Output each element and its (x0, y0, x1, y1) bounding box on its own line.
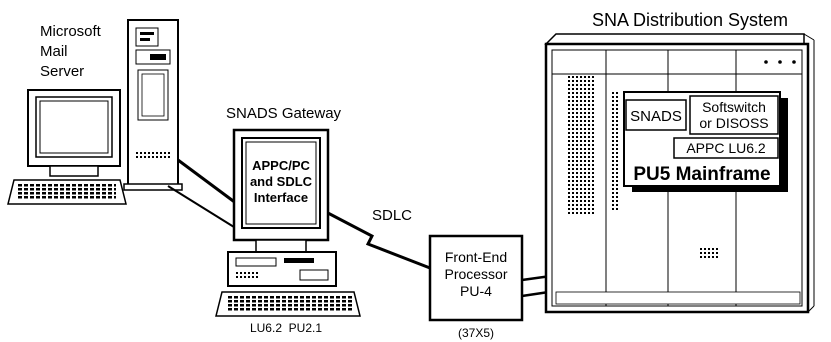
softswitch-box (689, 95, 779, 135)
fep-line3: PU-4 (460, 283, 492, 299)
snads-label: SNADS (630, 108, 682, 125)
mail-server-tower (123, 19, 183, 191)
link-mailserver-gateway-2 (167, 185, 243, 233)
sdlc-link (325, 210, 431, 270)
gateway-caption: LU6.2 PU2.1 (250, 321, 322, 335)
appc-box (673, 137, 779, 159)
sdlc-label: SDLC (372, 207, 412, 224)
system-title: SNA Distribution System (592, 10, 788, 30)
softswitch-line1: Softswitch (702, 99, 766, 115)
gateway-screen-line3: Interface (254, 190, 308, 205)
gateway-monitor (232, 128, 330, 253)
mail-server-monitor (27, 89, 121, 177)
softswitch-line2: or DISOSS (699, 115, 768, 131)
mail-server-label-line2: Mail (40, 43, 68, 60)
gateway-desktop-unit (227, 251, 337, 287)
front-end-processor (428, 234, 524, 322)
mail-server-label-line3: Server (40, 63, 84, 80)
gateway-screen-line1: APPC/PC (252, 158, 310, 173)
fep-caption: (37X5) (458, 326, 494, 340)
gateway-keyboard (215, 291, 361, 317)
mail-server-label-line1: Microsoft (40, 23, 102, 40)
mail-server-keyboard (7, 179, 127, 205)
appc-label: APPC LU6.2 (686, 140, 766, 156)
fep-line2: Processor (444, 266, 507, 282)
snads-box (625, 99, 687, 131)
gateway-title: SNADS Gateway (226, 105, 342, 122)
fep-line1: Front-End (445, 249, 507, 265)
gateway-screen-line2: and SDLC (250, 174, 313, 189)
mainframe-label: PU5 Mainframe (633, 164, 770, 185)
